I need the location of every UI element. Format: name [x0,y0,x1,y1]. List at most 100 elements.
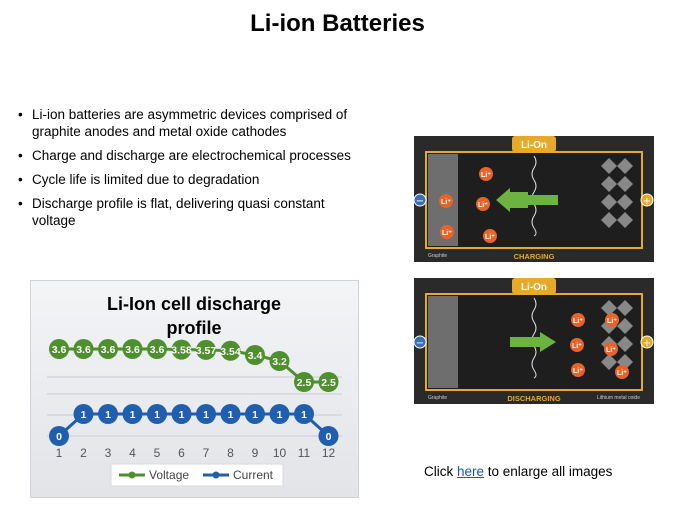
chart-title-line2: profile [166,318,221,338]
legend-label: Voltage [149,468,189,482]
data-label-voltage: 3.6 [76,344,91,356]
data-point-voltage [49,339,69,359]
data-point-voltage [171,339,192,360]
anode-label: Graphite [428,395,447,401]
battery-header: Li-On [521,140,547,151]
discharging-battery-image: Li-On − + Graphite DISCHARGING Lithium m… [414,278,654,404]
plus-terminal-icon: + [643,196,651,207]
plus-terminal-icon: + [643,338,651,349]
data-label-current: 1 [81,409,87,421]
bullet-item: Li-ion batteries are asymmetric devices … [18,106,368,140]
data-point-voltage [245,345,265,365]
battery-caption: DISCHARGING [507,394,561,403]
x-tick-label: 3 [105,446,112,460]
x-tick-label: 5 [154,446,161,460]
lithium-ion-label: Li⁺ [617,370,627,377]
lithium-ion-label: Li⁺ [607,318,617,325]
data-label-current: 1 [105,409,111,421]
data-point-current [147,404,167,424]
data-label-voltage: 2.5 [297,377,312,389]
data-point-current [49,426,69,446]
lithium-ion-label: Li⁺ [572,343,582,350]
x-tick-label: 9 [252,446,259,460]
data-point-current [245,404,265,424]
cathode-label: Lithium metal oxide [597,395,640,401]
legend-marker [128,471,136,479]
lithium-ion-label: Li⁺ [573,368,583,375]
data-point-current [196,404,216,424]
lithium-ion-label: Li⁺ [485,234,495,241]
data-label-voltage: 2.5 [321,377,336,389]
x-tick-label: 4 [129,446,136,460]
x-tick-label: 7 [203,446,210,460]
data-label-current: 0 [56,431,62,443]
chart-legend: Voltage Current [110,463,284,487]
charging-battery-diagram: Li-On − + Graphite CHARGING Li⁺ Li⁺ Li⁺ Li⁺… [414,136,654,262]
data-point-voltage [147,339,167,359]
data-point-current [98,404,118,424]
bullet-item: Discharge profile is flat, delivering qu… [18,195,368,229]
data-point-voltage [294,372,314,392]
data-point-current [122,404,143,424]
bullet-list: Li-ion batteries are asymmetric devices … [18,106,368,236]
lithium-ion-label: Li⁺ [606,347,616,354]
x-tick-label: 8 [227,446,234,460]
lithium-ion-label: Li⁺ [442,230,452,237]
x-tick-label: 1 [56,446,63,460]
data-label-voltage: 3.58 [171,345,192,357]
data-point-current [73,404,94,424]
data-point-voltage [98,339,118,359]
chart-canvas: Li-Ion cell discharge profile 3.6 3.6 3.6 3… [47,294,342,487]
lithium-ion-label: Li⁺ [573,318,583,325]
bullet-item: Charge and discharge are electrochemical… [18,147,368,164]
data-label-current: 1 [154,409,160,421]
data-point-voltage [220,340,241,361]
data-label-voltage: 3.57 [196,345,217,357]
lithium-ion-label: Li⁺ [481,172,491,179]
enlarge-images-link[interactable]: here [457,464,485,479]
click-prefix: Click [424,464,457,479]
data-label-current: 1 [252,409,258,421]
discharging-battery-diagram: Li-On − + Graphite DISCHARGING Lithium m… [414,278,654,404]
data-label-current: 0 [326,431,332,443]
data-label-current: 1 [228,409,234,421]
data-label-current: 1 [277,409,283,421]
data-point-voltage [269,351,290,371]
battery-header: Li-On [521,282,547,293]
anode-label: Graphite [428,253,447,259]
lithium-ion-label: Li⁺ [478,202,488,209]
chart-title: Li-Ion cell discharge [107,294,281,314]
lithium-ion-label: Li⁺ [441,199,451,206]
data-point-voltage [122,339,143,359]
data-label-voltage: 3.6 [52,344,67,356]
minus-terminal-icon: − [416,196,424,207]
x-tick-label: 10 [273,446,287,460]
x-tick-label: 12 [322,446,336,460]
data-point-voltage [73,339,94,359]
data-label-voltage: 3.6 [101,344,116,356]
data-point-current [269,404,290,424]
battery-caption: CHARGING [514,252,555,261]
legend-marker [212,471,220,479]
data-label-current: 1 [130,409,136,421]
charging-battery-image: Li-On − + Graphite CHARGING Li⁺ Li⁺ Li⁺ Li⁺… [414,136,654,262]
data-point-voltage [318,372,339,392]
x-tick-label: 6 [178,446,185,460]
data-point-current [318,426,339,446]
data-label-voltage: 3.54 [220,346,241,358]
slide-title: Li-ion Batteries [250,10,425,37]
data-label-voltage: 3.6 [125,344,140,356]
minus-terminal-icon: − [416,338,424,349]
discharge-chart: Li-Ion cell discharge profile 3.6 3.6 3.6 3… [30,280,359,498]
data-point-current [171,404,192,424]
data-label-voltage: 3.4 [248,350,263,362]
data-label-voltage: 3.2 [272,356,287,368]
data-point-voltage [196,339,216,360]
legend-box [110,463,284,487]
bullet-item: Cycle life is limited due to degradation [18,171,368,188]
data-point-current [294,404,314,424]
legend-label: Current [233,468,274,482]
x-tick-label: 11 [298,446,311,460]
click-suffix: to enlarge all images [484,464,613,479]
